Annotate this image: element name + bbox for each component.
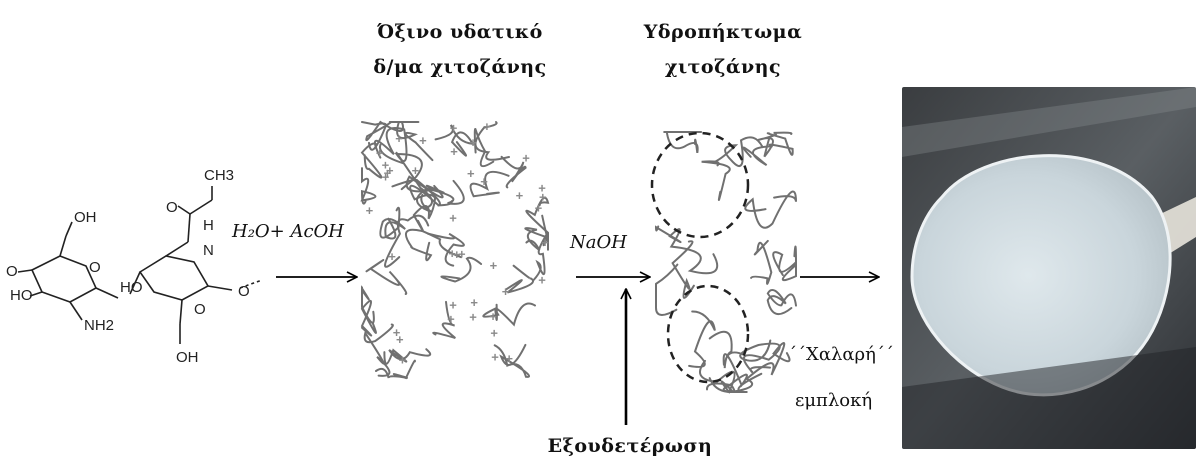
charge-plus: + xyxy=(386,163,394,178)
charge-plus: + xyxy=(483,119,491,134)
atom-h: H xyxy=(203,217,214,234)
hydrogel-photo-image xyxy=(902,87,1196,449)
charge-plus: + xyxy=(505,351,513,366)
charge-plus: + xyxy=(516,188,524,203)
atom-oh-top-left: OH xyxy=(74,209,97,226)
atom-ho-mid: HO xyxy=(120,279,143,296)
polymer-chain xyxy=(656,227,717,274)
charge-plus: + xyxy=(470,295,478,310)
charge-plus: + xyxy=(469,135,477,150)
polymer-chain xyxy=(689,311,715,366)
charge-plus: + xyxy=(469,310,477,325)
acidic-solution-charges: ++++++++++++++++++++++++++++++++++++++++ xyxy=(366,119,550,367)
polymer-chain xyxy=(362,287,374,322)
charge-plus: + xyxy=(467,166,475,181)
polymer-chain xyxy=(656,265,677,315)
charge-plus: + xyxy=(447,312,455,327)
charge-plus: + xyxy=(535,200,543,215)
charge-plus: + xyxy=(395,131,403,146)
polymer-chain xyxy=(702,161,730,200)
charge-plus: + xyxy=(412,163,420,178)
charge-plus: + xyxy=(502,284,510,299)
charge-plus: + xyxy=(366,203,374,218)
polymer-chain xyxy=(715,137,763,166)
molecule-atom-labels: CH3 O N H OH O HO O NH2 HO O OH O xyxy=(6,167,250,366)
charge-plus: + xyxy=(490,325,498,340)
charge-plus: + xyxy=(388,249,396,264)
charge-plus: + xyxy=(490,258,498,273)
charge-plus: + xyxy=(449,298,457,313)
polymer-chain xyxy=(773,247,796,281)
atom-n: N xyxy=(203,242,214,259)
atom-o-carbonyl: O xyxy=(166,199,178,216)
charge-plus: + xyxy=(419,133,427,148)
charge-plus: + xyxy=(376,145,384,160)
atom-o-link: O xyxy=(238,283,250,300)
charge-plus: + xyxy=(538,272,546,287)
charge-plus: + xyxy=(450,120,458,135)
polymer-chain xyxy=(751,241,771,284)
polymer-chain xyxy=(664,132,701,153)
charge-plus: + xyxy=(538,180,546,195)
charge-plus: + xyxy=(399,352,407,367)
hydrogel-chains xyxy=(656,132,796,392)
entanglement-circle-top xyxy=(652,133,748,237)
polymer-chain xyxy=(380,208,405,239)
entanglement-circle-bottom xyxy=(668,286,748,382)
polymer-chain xyxy=(768,290,796,314)
charge-plus: + xyxy=(491,350,499,365)
atom-o-ring2: O xyxy=(194,301,206,318)
atom-nh2: NH2 xyxy=(84,317,114,334)
polymer-chain xyxy=(384,349,430,364)
charge-plus: + xyxy=(449,210,457,225)
charge-plus: + xyxy=(522,150,530,165)
polymer-chain xyxy=(367,260,407,294)
atom-ch3: CH3 xyxy=(204,167,234,184)
charge-plus: + xyxy=(541,235,549,250)
charge-plus: + xyxy=(489,309,497,324)
atom-o-left: O xyxy=(6,263,18,280)
hydrogel-photo xyxy=(902,87,1196,449)
atom-ho-left: HO xyxy=(10,287,33,304)
charge-plus: + xyxy=(480,174,488,189)
atom-o-ring1: O xyxy=(89,259,101,276)
charge-plus: + xyxy=(396,332,404,347)
polymer-chain xyxy=(471,172,509,196)
atom-oh-bottom: OH xyxy=(176,349,199,366)
polymer-chain xyxy=(745,192,796,228)
polymer-chain xyxy=(506,266,533,293)
charge-plus: + xyxy=(453,247,461,262)
charge-plus: + xyxy=(450,144,458,159)
chitosan-molecule xyxy=(18,186,262,344)
